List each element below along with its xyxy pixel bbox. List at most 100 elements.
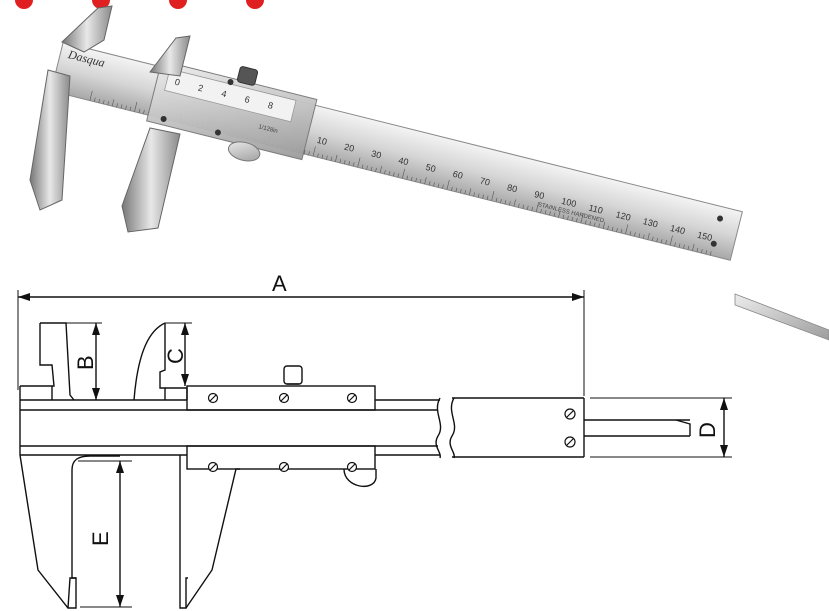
sliding-outside-jaw-drawing: [179, 455, 240, 609]
main-scale-numbers: 1020304050607080901001101201301401500246…: [174, 77, 714, 243]
scale-tick: [638, 233, 641, 238]
scale-tick: [558, 210, 561, 218]
scale-tick: [134, 101, 138, 112]
scale-number: 10: [316, 135, 328, 147]
scale-tick: [562, 214, 565, 219]
scale-tick: [343, 160, 346, 165]
scale-tick: [348, 161, 350, 166]
scale-tick: [567, 215, 569, 220]
technical-drawing: A: [17, 271, 732, 609]
scale-tick: [388, 171, 391, 176]
scale-tick: [464, 190, 467, 195]
dimension-c: [165, 322, 192, 386]
scale-tick: [397, 173, 400, 178]
dimension-e-label: E: [88, 531, 113, 546]
scale-tick: [643, 234, 645, 239]
sliding-outside-jaw: [121, 127, 181, 233]
scale-tick: [460, 188, 462, 194]
scale-tick: [495, 197, 498, 202]
scale-number: 70: [479, 176, 491, 188]
scale-tick: [585, 220, 587, 225]
vernier-number: 4: [220, 88, 227, 99]
scale-number: 80: [506, 182, 518, 194]
scale-tick: [535, 202, 539, 212]
scale-tick: [692, 243, 695, 251]
scale-tick: [509, 201, 511, 206]
fixed-outside-jaw-drawing: [19, 454, 120, 609]
screw-icon: [207, 392, 219, 404]
scale-tick: [326, 155, 328, 160]
screw-icon: [214, 129, 221, 136]
scale-tick: [317, 153, 319, 158]
scale-tick: [419, 178, 422, 184]
scale-tick: [526, 205, 529, 210]
scale-tick: [402, 168, 406, 179]
scale-tick: [415, 177, 417, 182]
scale-number: 110: [588, 203, 604, 216]
scale-tick: [620, 229, 623, 234]
scale-number: 100: [560, 196, 577, 209]
fixed-outside-jaw: [29, 69, 71, 211]
scale-number: 130: [642, 216, 659, 229]
scale-tick: [375, 167, 377, 172]
vernier-number: 6: [244, 94, 251, 105]
scale-tick: [580, 213, 584, 224]
scale-tick: [611, 226, 614, 231]
scale-tick: [504, 200, 507, 205]
depth-rod: [734, 293, 829, 341]
scale-tick: [513, 199, 516, 207]
scale-tick: [308, 151, 310, 156]
break-line-left: [435, 397, 442, 459]
scale-tick: [433, 182, 435, 187]
scale-tick: [370, 166, 373, 171]
scale-tick: [683, 244, 685, 249]
scale-tick: [696, 247, 699, 252]
scale-tick: [491, 190, 495, 201]
scale-tick: [361, 164, 364, 169]
scale-tick: [576, 217, 578, 222]
scale-tick: [602, 221, 606, 229]
scale-tick: [549, 211, 551, 216]
scale-tick: [660, 239, 663, 244]
screw-icon: [564, 408, 576, 420]
scale-tick: [687, 245, 690, 250]
scale-tick: [553, 212, 556, 217]
scale-tick: [138, 108, 141, 113]
scale-tick: [669, 235, 673, 246]
scale-number: 20: [343, 142, 355, 154]
scale-tick: [312, 146, 316, 157]
dimension-a: [17, 290, 585, 396]
scale-tick: [352, 162, 355, 167]
vernier-number: 8: [267, 100, 274, 111]
dimension-b: [66, 322, 102, 400]
screw-icon: [160, 115, 167, 122]
scale-tick: [518, 203, 520, 208]
dimension-a-label: A: [272, 271, 287, 296]
screw-icon: [207, 461, 219, 473]
screw-icon: [278, 461, 290, 473]
scale-tick: [94, 97, 96, 102]
scale-tick: [410, 176, 413, 181]
scale-number: 60: [452, 169, 464, 181]
dimension-c-label: C: [163, 348, 188, 364]
scale-tick: [571, 216, 574, 221]
dimension-e: [78, 460, 132, 608]
scale-tick: [303, 150, 306, 155]
red-dot-icon: [169, 0, 187, 9]
scale-tick: [321, 154, 324, 159]
red-dot-icon: [15, 0, 33, 9]
screw-icon: [346, 392, 358, 404]
scale-number: 140: [669, 223, 686, 236]
break-line-right: [449, 397, 456, 459]
scale-tick: [705, 250, 708, 255]
scale-tick: [384, 170, 386, 175]
scale-tick: [98, 98, 101, 103]
scale-tick: [482, 194, 484, 199]
dimension-b-label: B: [73, 355, 98, 370]
drawing-screws: [207, 392, 576, 473]
scale-tick: [544, 210, 547, 215]
red-dot-icon: [246, 0, 264, 9]
scale-tick: [406, 175, 409, 180]
scale-tick: [468, 188, 472, 196]
